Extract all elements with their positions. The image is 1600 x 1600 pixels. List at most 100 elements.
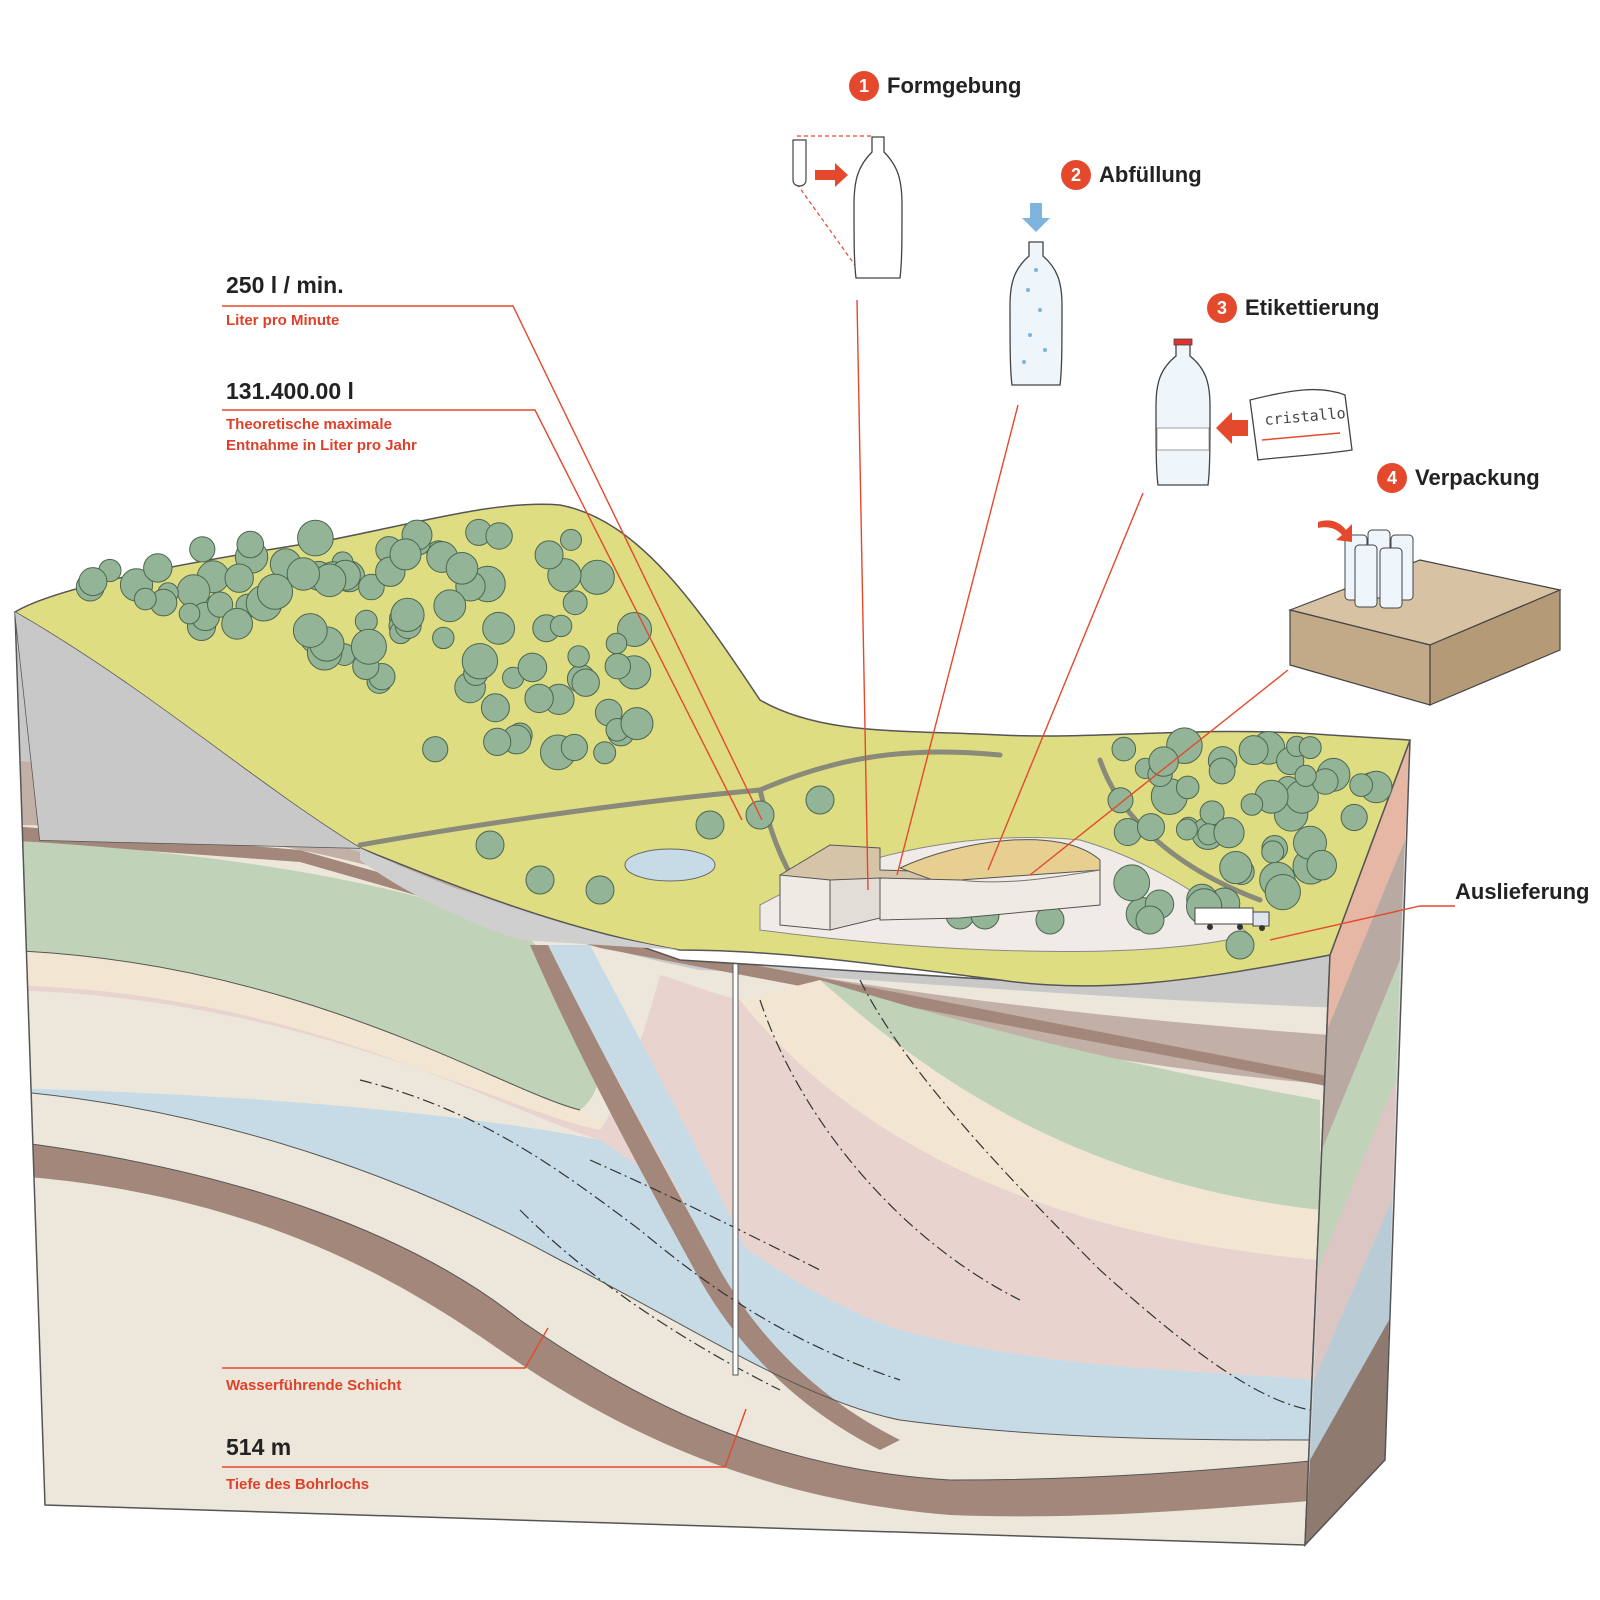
tree [579, 559, 615, 595]
tree [620, 707, 654, 741]
step-title: Verpackung [1415, 465, 1540, 490]
annual-volume-value: 131.400.00 l [226, 378, 354, 404]
tree [1111, 736, 1137, 762]
delivery-truck [1194, 907, 1270, 931]
tree [78, 567, 108, 597]
tree [585, 875, 615, 905]
tree [221, 607, 254, 640]
tree [805, 785, 835, 815]
leader-lines [222, 299, 1455, 1468]
tree [524, 683, 554, 714]
step-number-badge: 3 [1207, 293, 1237, 323]
tree [1306, 849, 1337, 881]
tree [604, 653, 631, 680]
tree [482, 611, 516, 645]
bottle-filling-icon [1009, 203, 1063, 386]
tree [390, 597, 425, 633]
step-4-heading: 4 Verpackung [1377, 463, 1540, 493]
step-number-badge: 2 [1061, 160, 1091, 190]
aquifer-caption: Wasserführende Schicht [226, 1377, 402, 1394]
tree [1113, 818, 1142, 846]
tree [236, 530, 265, 559]
step-number-badge: 1 [849, 71, 879, 101]
tree [1225, 930, 1255, 960]
tree [1261, 840, 1285, 864]
delivery-label: Auslieferung [1455, 879, 1590, 904]
tree [1340, 803, 1368, 832]
tree [485, 522, 513, 550]
tree [567, 645, 590, 668]
tree [475, 830, 505, 860]
tree [1175, 775, 1200, 800]
tree [480, 693, 510, 723]
tree [605, 632, 628, 655]
tree [389, 538, 422, 571]
tree [1175, 818, 1198, 841]
tree [286, 557, 320, 591]
tree [178, 602, 201, 625]
tree [256, 573, 294, 610]
tree [1208, 757, 1236, 785]
tree [549, 614, 573, 638]
tree [350, 628, 387, 665]
tree [445, 552, 479, 585]
tree [695, 810, 725, 840]
tree [224, 563, 254, 593]
tree [432, 626, 455, 650]
tree [525, 865, 555, 895]
tree [358, 573, 385, 601]
tree [1298, 736, 1322, 760]
bottle-label-icon: cristallo [1155, 338, 1353, 486]
tree [571, 668, 600, 697]
annual-volume-caption-line2: Entnahme in Liter pro Jahr [226, 437, 417, 454]
preform-to-bottle-icon [792, 135, 903, 279]
tree [1294, 764, 1317, 788]
tree [297, 519, 334, 557]
bottling-plant [779, 839, 1101, 931]
tree [1349, 773, 1374, 797]
flow-rate-value: 250 l / min. [226, 272, 344, 298]
borehole-depth-value: 514 m [226, 1434, 292, 1460]
tree [483, 727, 512, 757]
pallet-pack-icon [1288, 520, 1562, 706]
tree [1113, 864, 1151, 902]
tree [1137, 813, 1165, 842]
forest [75, 518, 1393, 960]
tree [1107, 787, 1134, 814]
side-strata [1304, 739, 1411, 1547]
tree [593, 741, 617, 765]
tree [560, 733, 589, 762]
tree [1312, 768, 1339, 795]
step-2-heading: 2 Abfüllung [1061, 160, 1202, 190]
tree [207, 591, 234, 618]
tree [422, 736, 449, 763]
tree [143, 553, 173, 583]
borehole-depth-caption: Tiefe des Bohrlochs [226, 1476, 370, 1493]
tree [562, 590, 588, 616]
annual-volume-caption-line1: Theoretische maximale [226, 416, 392, 433]
step-title: Etikettierung [1245, 295, 1380, 320]
step-title: Abfüllung [1099, 162, 1202, 187]
tree [1213, 817, 1245, 849]
tree [133, 587, 157, 611]
step-3-heading: 3 Etikettierung [1207, 293, 1379, 323]
flow-rate-caption: Liter pro Minute [226, 312, 340, 329]
tree [1238, 735, 1269, 766]
tree [534, 540, 564, 570]
tree [560, 528, 582, 551]
tree [292, 613, 328, 648]
tree [189, 536, 216, 563]
step-number-badge: 4 [1377, 463, 1407, 493]
tree [1240, 793, 1264, 816]
tree [433, 589, 467, 623]
step-title: Formgebung [887, 73, 1022, 98]
tree [1148, 746, 1179, 777]
tree [461, 643, 499, 680]
tree [1219, 851, 1253, 885]
step-1-heading: 1 Formgebung [849, 71, 1021, 101]
tree [1135, 905, 1165, 935]
tree [617, 612, 652, 647]
tree [1264, 874, 1301, 911]
tree [517, 652, 548, 683]
